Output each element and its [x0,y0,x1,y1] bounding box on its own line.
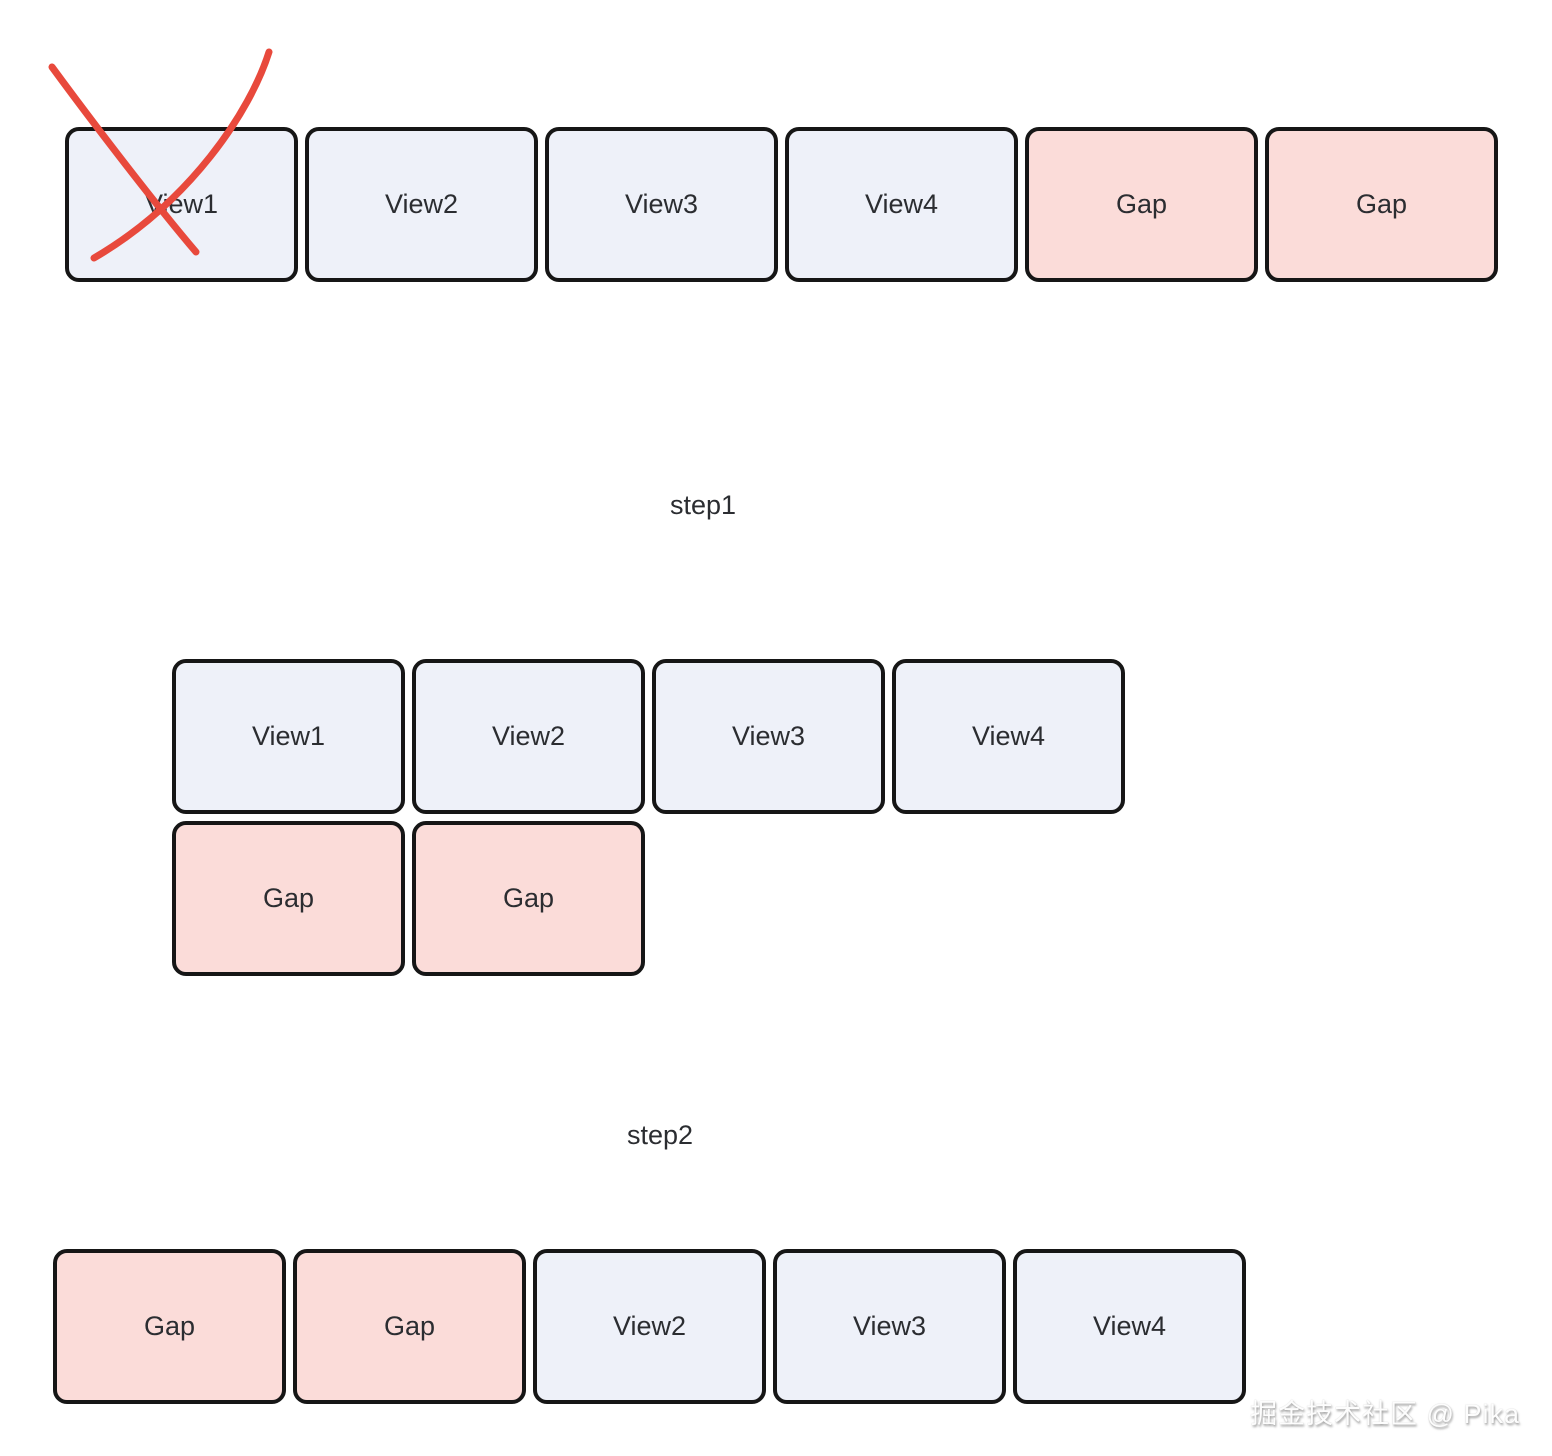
row-step1-views: View1 View2 View3 View4 [172,659,1125,814]
row-initial-buffer: View1 View2 View3 View4 Gap Gap [65,127,1498,282]
step2-label: step2 [627,1120,694,1150]
step2-box-view3: View3 [773,1249,1006,1404]
step1-label: step1 [670,490,737,520]
step1-box-view1: View1 [172,659,405,814]
step1-box-gap1: Gap [172,821,405,976]
step1-box-view3: View3 [652,659,885,814]
row-step2-result: Gap Gap View2 View3 View4 [53,1249,1246,1404]
watermark: 掘金技术社区 @ Pika [1250,1399,1520,1429]
initial-box-gap2: Gap [1265,127,1498,282]
step2-box-view4: View4 [1013,1249,1246,1404]
step2-box-gap1: Gap [53,1249,286,1404]
initial-box-gap1: Gap [1025,127,1258,282]
initial-box-view2: View2 [305,127,538,282]
initial-box-view4: View4 [785,127,1018,282]
step1-box-view4: View4 [892,659,1125,814]
initial-box-view3: View3 [545,127,778,282]
step1-box-view2: View2 [412,659,645,814]
initial-box-view1: View1 [65,127,298,282]
step2-box-gap2: Gap [293,1249,526,1404]
row-step1-gaps: Gap Gap [172,821,645,976]
step1-box-gap2: Gap [412,821,645,976]
step2-box-view2: View2 [533,1249,766,1404]
